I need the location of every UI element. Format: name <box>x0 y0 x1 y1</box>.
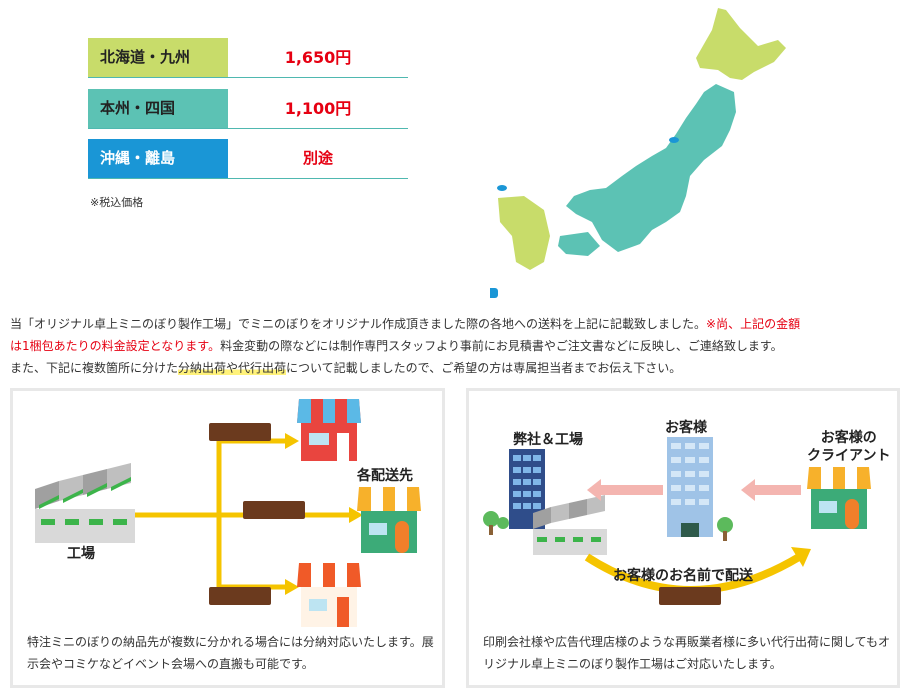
description-warning-cont: は1梱包あたりの料金設定となります。 <box>10 339 221 353</box>
company-label: 弊社＆工場 <box>513 432 583 448</box>
proxy-shipping-illustration <box>483 437 871 605</box>
arrow-heads <box>285 433 363 595</box>
map-honshu <box>566 84 736 252</box>
ship-under-name-label: お客様のお名前で配送 <box>613 568 753 584</box>
map-oki-island <box>497 185 507 191</box>
description-text: また、下記に複数箇所に分けた <box>10 361 179 375</box>
curve-arrow-head <box>791 547 811 567</box>
shipping-row-okinawa-islands: 沖縄・離島 別途 <box>88 139 408 179</box>
flow-arrows <box>587 479 801 501</box>
banner-icon <box>659 587 721 605</box>
description-warning: ※尚、上記の金額 <box>706 317 801 331</box>
shop-icon-orange <box>297 563 361 627</box>
japan-map <box>490 8 786 298</box>
factory-icon <box>533 495 607 555</box>
region-label: 本州・四国 <box>88 89 228 128</box>
map-hokkaido <box>696 8 786 80</box>
proxy-shipping-panel: 弊社＆工場 お客様 お客様の クライアント お客様のお名前で配送 印刷会社様や広… <box>466 388 900 688</box>
split-delivery-caption: 特注ミニのぼりの納品先が複数に分かれる場合には分納対応いたします。展示会やコミケ… <box>27 635 434 671</box>
price-value: 1,650円 <box>284 48 352 67</box>
price-value: 1,100円 <box>284 99 352 118</box>
map-kyushu <box>498 196 550 270</box>
shop-icon-red <box>297 399 361 461</box>
customer-building-icon <box>667 437 713 537</box>
split-delivery-illustration <box>35 399 421 627</box>
tree-icon <box>483 511 733 541</box>
description-text: について記載しましたので、ご希望の方は専属担当者までお伝え下さい。 <box>286 361 682 375</box>
client-shop-icon <box>807 467 871 529</box>
description-highlight: 分納出荷や代行出荷 <box>178 361 287 375</box>
destinations-label: 各配送先 <box>357 468 413 484</box>
shipping-row-hokkaido-kyushu: 北海道・九州 1,650円 <box>88 38 408 78</box>
map-okinawa <box>490 288 498 298</box>
description-text: 料金変動の際などには制作専門スタッフより事前にお見積書やご注文書などに反映し、ご… <box>220 339 783 353</box>
proxy-shipping-caption: 印刷会社様や広告代理店様のような再販業者様に多い代行出荷に関してもオリジナル卓上… <box>483 635 891 671</box>
map-shikoku <box>558 232 600 256</box>
client-label: お客様の クライアント <box>807 429 890 465</box>
region-label: 北海道・九州 <box>88 38 228 77</box>
factory-icon <box>35 463 135 543</box>
description-text: 当「オリジナル卓上ミニのぼり製作工場」でミニのぼりをオリジナル作成頂きました際の… <box>10 317 707 331</box>
client-label-line1: お客様の <box>820 430 877 446</box>
banner-icon <box>209 423 305 605</box>
split-delivery-panel: 工場 各配送先 特注ミニのぼりの納品先が複数に分かれる場合には分納対応いたします… <box>10 388 445 688</box>
shipping-row-honshu-shikoku: 本州・四国 1,100円 <box>88 89 408 129</box>
tax-note: ※税込価格 <box>90 196 144 209</box>
map-sado-island <box>669 137 679 143</box>
shipping-description: 当「オリジナル卓上ミニのぼり製作工場」でミニのぼりをオリジナル作成頂きました際の… <box>10 313 900 379</box>
client-label-line2: クライアント <box>807 448 891 464</box>
customer-label: お客様 <box>665 420 707 436</box>
price-value: 別途 <box>302 149 333 167</box>
region-label: 沖縄・離島 <box>88 139 228 178</box>
shop-icon-green <box>357 487 421 553</box>
factory-label: 工場 <box>67 546 95 562</box>
